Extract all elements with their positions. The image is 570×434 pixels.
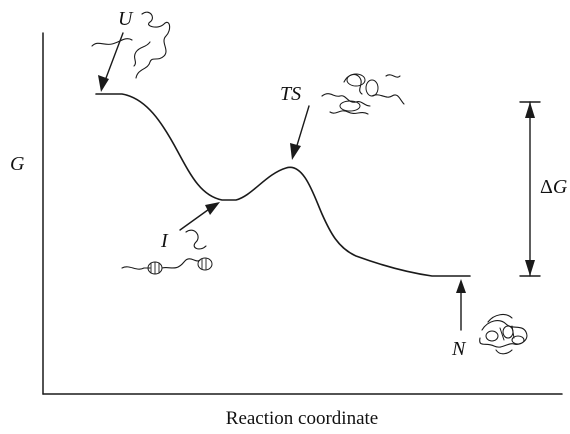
native-protein-icon — [479, 313, 528, 355]
arrow-unfolded — [102, 32, 124, 87]
intermediate-protein-icon — [121, 229, 213, 275]
arrowhead-intermediate — [205, 202, 220, 215]
state-label-transition: TS — [280, 83, 301, 105]
arrowhead-transition — [290, 143, 301, 160]
delta-g-label: ΔG — [540, 176, 568, 198]
state-label-unfolded: U — [118, 8, 134, 30]
delta-g-symbol: Δ — [540, 176, 553, 198]
arrowhead-native — [456, 279, 466, 293]
state-label-native: N — [451, 338, 467, 360]
unfolded-protein-icon — [91, 11, 171, 79]
delta-g-arrowhead-top — [525, 102, 535, 118]
arrow-intermediate — [179, 206, 213, 231]
y-axis-label: G — [10, 153, 25, 175]
arrow-transition — [294, 105, 310, 153]
x-axis-label: Reaction coordinate — [226, 408, 378, 429]
arrowhead-unfolded — [98, 75, 109, 92]
state-label-intermediate: I — [160, 230, 169, 252]
energy-curve — [95, 93, 471, 277]
transition-state-protein-icon — [321, 73, 405, 115]
delta-g-arrowhead-bottom — [525, 260, 535, 276]
delta-g-variable: G — [553, 176, 568, 198]
